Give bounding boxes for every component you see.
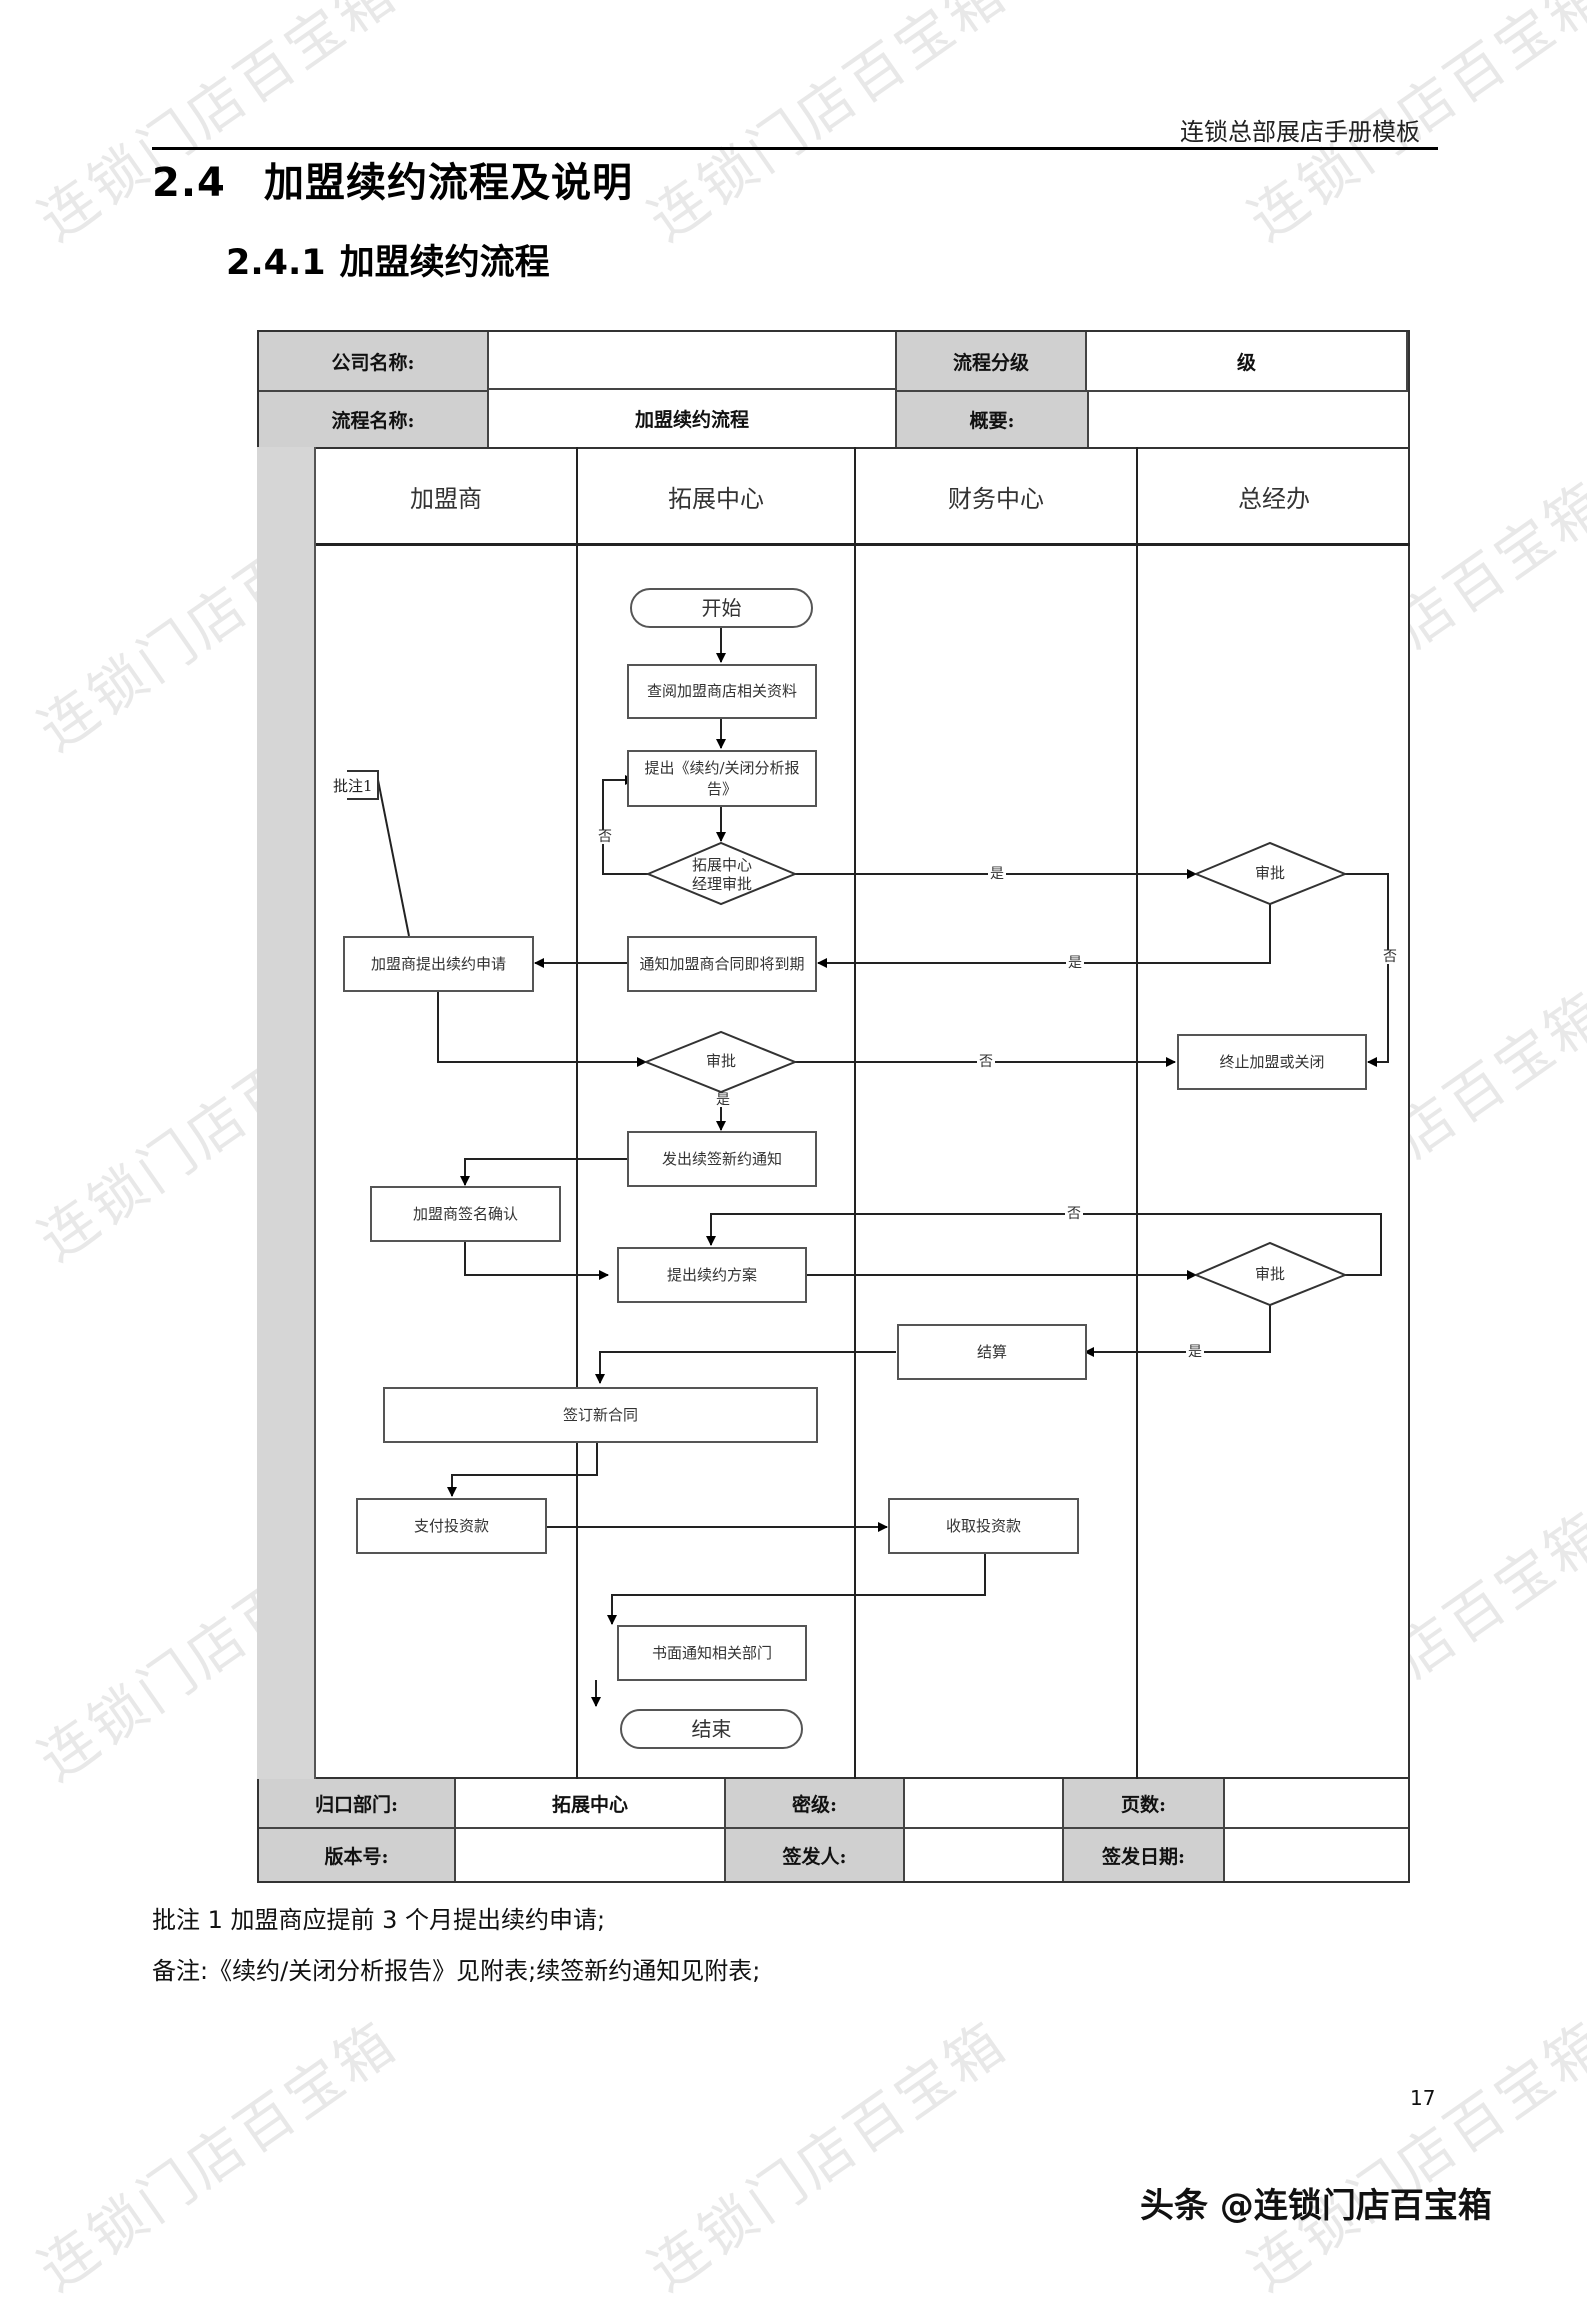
issuer-label: 签发人:	[726, 1829, 905, 1881]
collect-investment-node[interactable]: 收取投资款	[888, 1498, 1079, 1554]
submit-report-node[interactable]: 提出《续约/关闭分析报告》	[627, 750, 817, 807]
review-info-node[interactable]: 查阅加盟商店相关资料	[627, 664, 817, 719]
edge-label-no: 否	[1381, 949, 1399, 965]
section-heading: 2.4 加盟续约流程及说明	[152, 150, 633, 208]
issue-date-value[interactable]	[1225, 1829, 1408, 1881]
lane-divider	[854, 447, 856, 1779]
watermark: 连锁门店百宝箱	[637, 0, 1019, 254]
page-number: 17	[1410, 2086, 1436, 2110]
sign-contract-node[interactable]: 签订新合同	[383, 1387, 818, 1443]
source-credit: 头条 @连锁门店百宝箱	[1140, 2186, 1492, 2226]
process-info-table: 公司名称: 流程分级 级 流程名称: 加盟续约流程 概要:	[257, 330, 1410, 449]
notify-departments-node[interactable]: 书面通知相关部门	[617, 1625, 807, 1681]
lane-side-strip	[257, 447, 316, 1779]
remark-note: 备注:《续约/关闭分析报告》见附表;续签新约通知见附表;	[152, 1957, 761, 1985]
lane-divider	[576, 447, 578, 1779]
subsection-title: 加盟续约流程	[339, 243, 550, 283]
edge-label-yes: 是	[1186, 1344, 1204, 1360]
watermark: 连锁门店百宝箱	[1237, 2009, 1587, 2304]
edge-label-no: 否	[596, 829, 614, 845]
company-value[interactable]	[489, 332, 897, 390]
manager-approval-label[interactable]: 拓展中心经理审批	[691, 855, 752, 894]
lane-header-rule	[316, 543, 1410, 546]
process-footer-table: 归口部门: 拓展中心 密级: 页数: 版本号: 签发人: 签发日期:	[257, 1779, 1410, 1883]
annotation-note: 批注 1 加盟商应提前 3 个月提出续约申请;	[152, 1906, 606, 1934]
franchisee-apply-node[interactable]: 加盟商提出续约申请	[343, 936, 534, 992]
running-header: 连锁总部展店手册模板	[1180, 118, 1420, 146]
pages-value[interactable]	[1225, 1779, 1408, 1829]
level-label: 流程分级	[897, 332, 1087, 392]
summary-label: 概要:	[897, 392, 1089, 449]
lane-general-office: 总经办	[1238, 484, 1310, 513]
company-label: 公司名称:	[259, 332, 489, 392]
lane-franchisee: 加盟商	[410, 484, 482, 513]
end-node[interactable]: 结束	[620, 1709, 803, 1749]
gm-approval-label[interactable]: 审批	[1254, 864, 1285, 883]
franchisee-sign-node[interactable]: 加盟商签名确认	[370, 1186, 561, 1242]
secret-value[interactable]	[905, 1779, 1064, 1829]
edge-label-no: 否	[977, 1054, 995, 1070]
dept-value[interactable]: 拓展中心	[456, 1779, 726, 1829]
renewal-plan-node[interactable]: 提出续约方案	[617, 1247, 807, 1303]
process-name-label: 流程名称:	[259, 392, 489, 449]
secret-label: 密级:	[726, 1779, 905, 1829]
annotation-callout: 批注1	[333, 777, 373, 795]
pages-label: 页数:	[1064, 1779, 1225, 1829]
settlement-node[interactable]: 结算	[897, 1324, 1087, 1380]
version-value[interactable]	[456, 1829, 726, 1881]
notify-expiry-node[interactable]: 通知加盟商合同即将到期	[627, 936, 817, 992]
watermark: 连锁门店百宝箱	[637, 2009, 1019, 2304]
lane-expansion-center: 拓展中心	[668, 484, 764, 513]
terminate-node[interactable]: 终止加盟或关闭	[1177, 1034, 1367, 1090]
issue-date-label: 签发日期:	[1064, 1829, 1225, 1881]
edge-label-yes: 是	[1066, 955, 1084, 971]
pay-investment-node[interactable]: 支付投资款	[356, 1498, 547, 1554]
send-notice-node[interactable]: 发出续签新约通知	[627, 1131, 817, 1187]
subsection-heading: 2.4.1 加盟续约流程	[226, 234, 550, 285]
issuer-value[interactable]	[905, 1829, 1064, 1881]
summary-value[interactable]	[1089, 392, 1408, 449]
approval-2-label[interactable]: 审批	[705, 1052, 736, 1071]
start-node[interactable]: 开始	[630, 588, 813, 628]
watermark: 连锁门店百宝箱	[27, 0, 409, 254]
version-label: 版本号:	[259, 1829, 456, 1881]
dept-label: 归口部门:	[259, 1779, 456, 1829]
watermark: 连锁门店百宝箱	[27, 2009, 409, 2304]
level-value[interactable]: 级	[1087, 332, 1408, 392]
header-rule	[152, 147, 1438, 150]
section-title: 加盟续约流程及说明	[264, 160, 633, 206]
gm-approval-3-label[interactable]: 审批	[1254, 1265, 1285, 1284]
swimlane-diagram	[257, 447, 1410, 1779]
edge-label-yes: 是	[714, 1092, 732, 1108]
section-number: 2.4	[152, 160, 226, 206]
lane-divider	[1136, 447, 1138, 1779]
edge-label-no: 否	[1065, 1206, 1083, 1222]
lane-finance-center: 财务中心	[948, 484, 1044, 513]
process-name-value[interactable]: 加盟续约流程	[489, 390, 897, 449]
edge-label-yes: 是	[988, 866, 1006, 882]
subsection-number: 2.4.1	[226, 243, 326, 283]
